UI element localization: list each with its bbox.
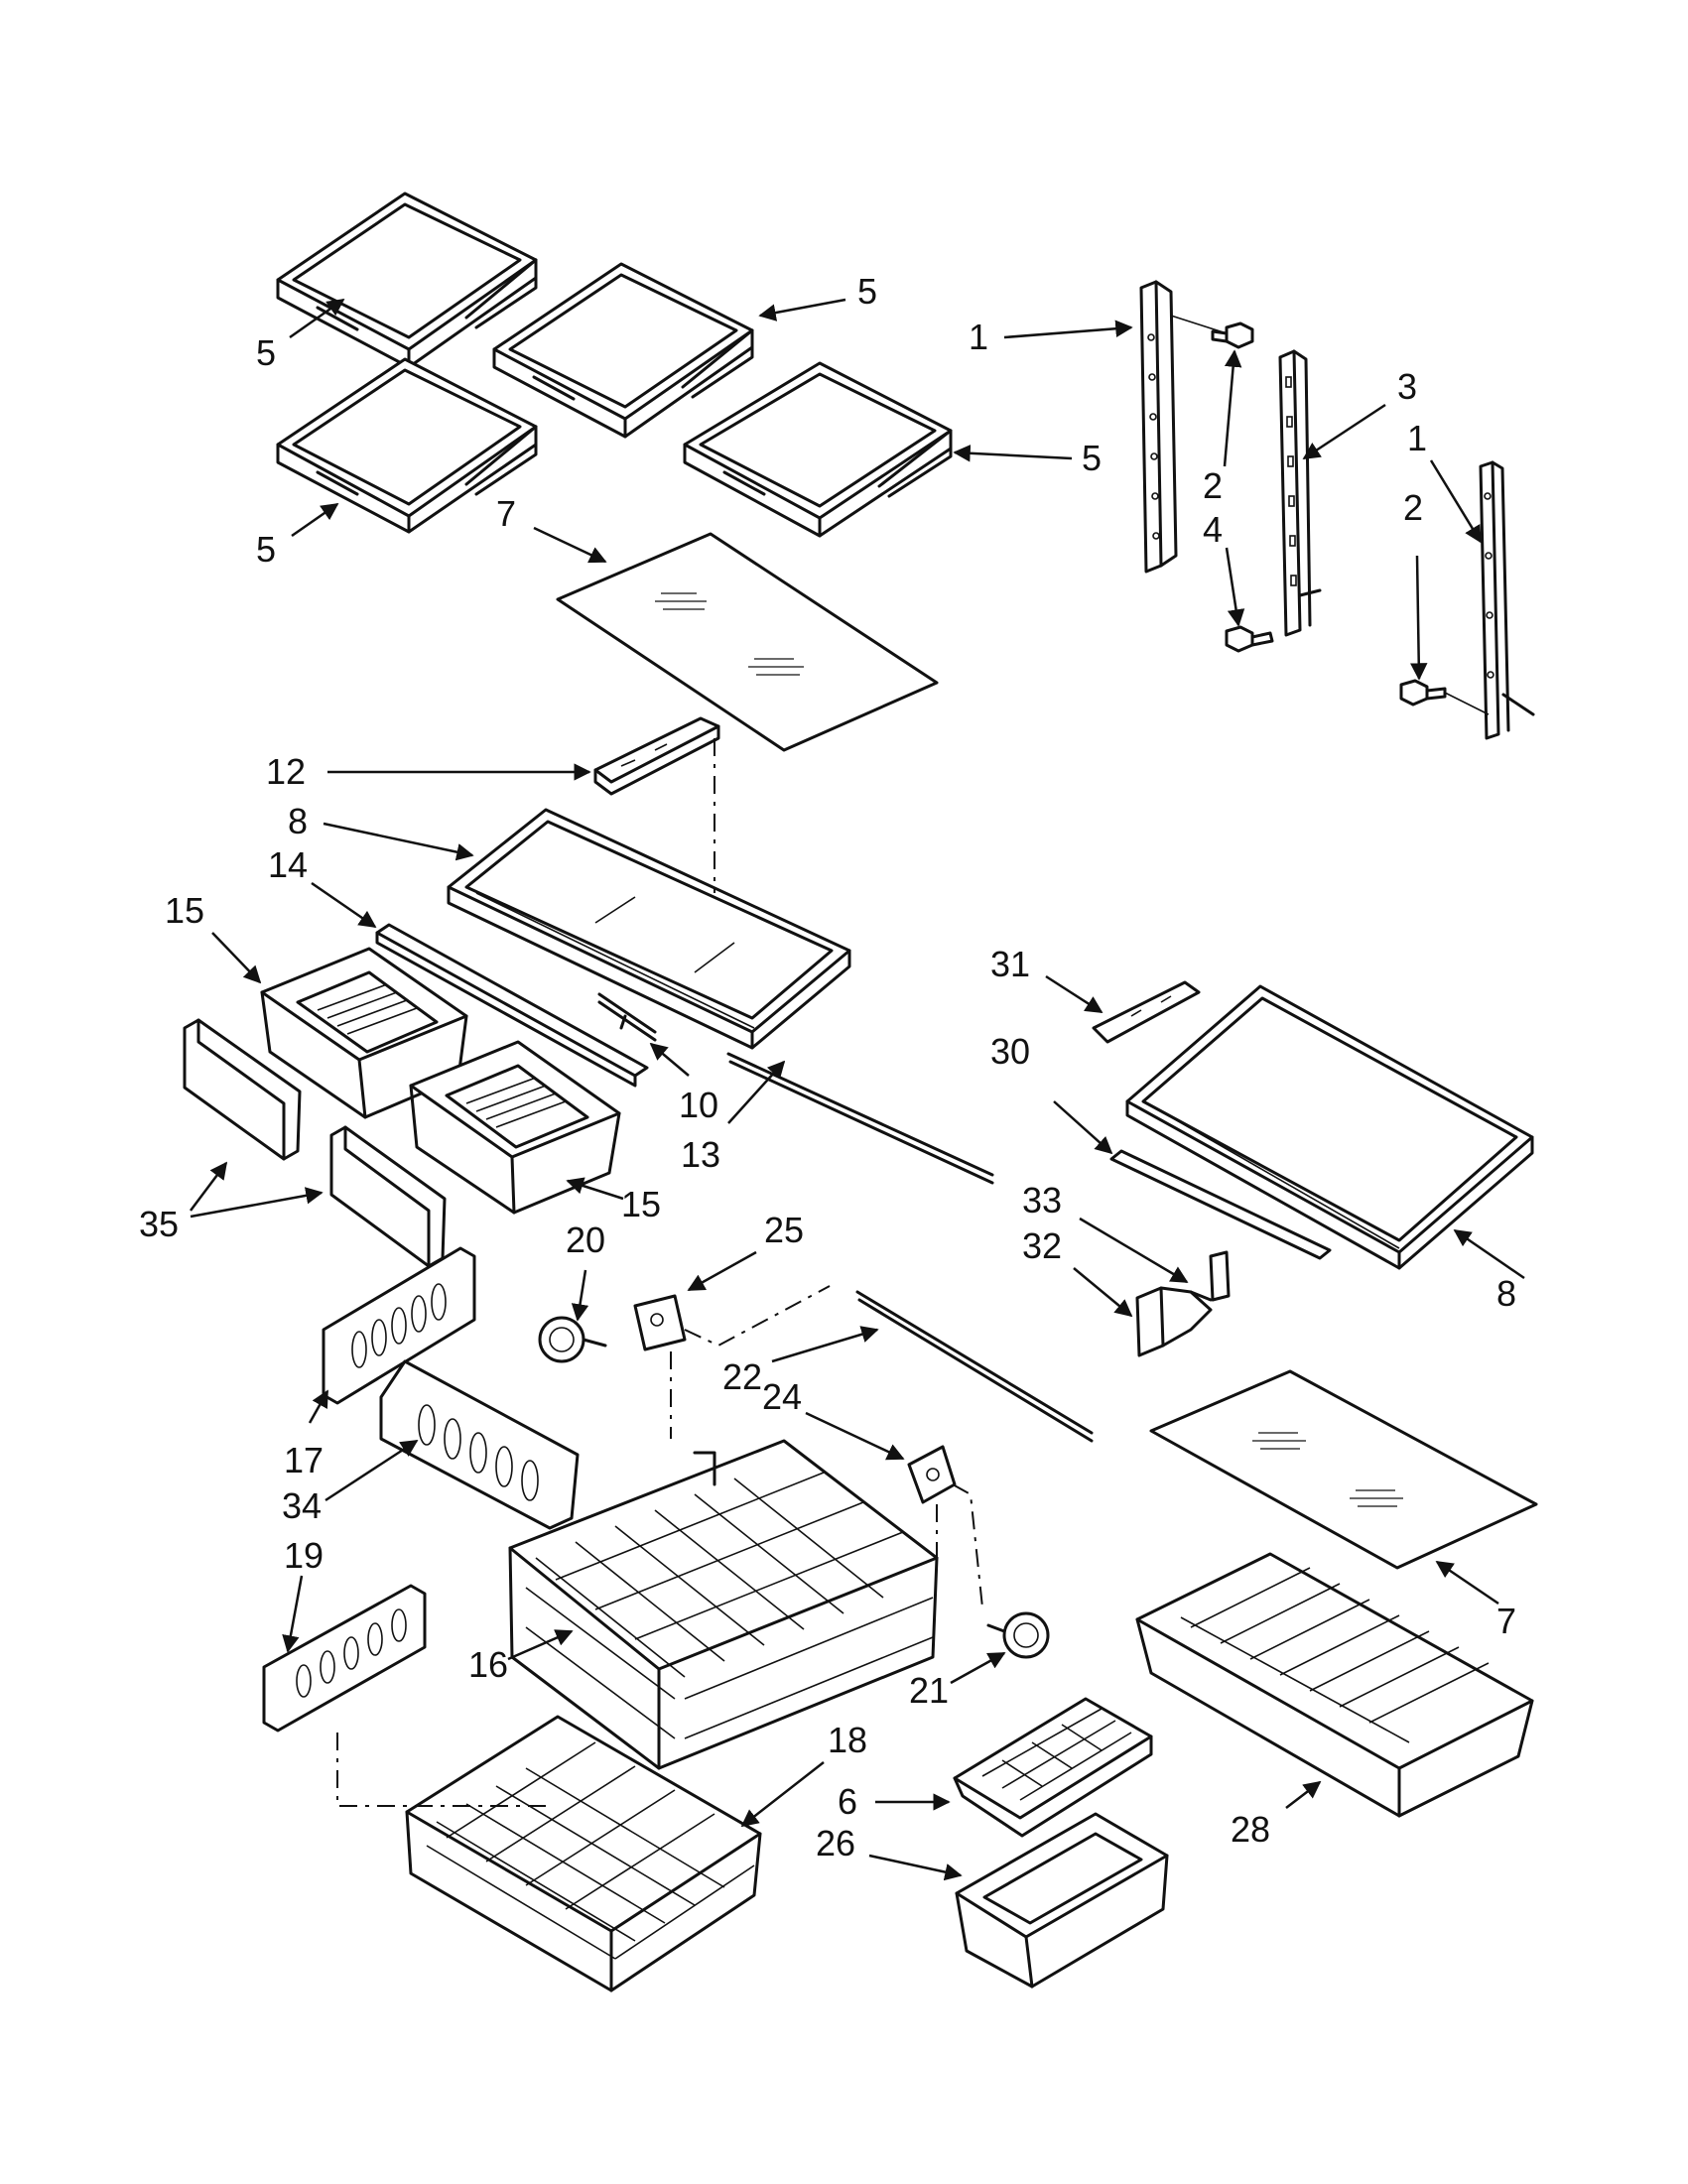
shelf-standard-rail-left: [1139, 280, 1178, 574]
glass-shelf-lower: [1149, 1369, 1538, 1570]
callout-8-right: 8: [1496, 1273, 1516, 1314]
callout-21: 21: [909, 1670, 949, 1711]
callout-28: 28: [1231, 1809, 1270, 1850]
callout-15-lower: 15: [621, 1184, 661, 1224]
cantilever-shelf-mid-left: [276, 357, 538, 534]
basket-divider-19: [262, 1584, 427, 1733]
cantilever-shelf-top-left: [276, 192, 538, 369]
callout-5-top-right: 5: [857, 271, 877, 312]
bracket-32: [1135, 1286, 1213, 1357]
callout-labels: 5 5 5 5 1 3 1 2 4 2 7 12 8 14 15 10 13 1…: [139, 271, 1516, 1863]
callout-16: 16: [468, 1644, 508, 1685]
callout-5-top-left: 5: [256, 332, 276, 373]
callout-17: 17: [284, 1440, 324, 1480]
callout-20: 20: [566, 1220, 605, 1260]
gear-21: [986, 1611, 1050, 1659]
callout-25: 25: [764, 1210, 804, 1250]
callout-1-left: 1: [969, 317, 988, 357]
screw-right: [1399, 679, 1490, 715]
callout-1-right: 1: [1407, 418, 1427, 458]
callout-18: 18: [828, 1720, 867, 1760]
callout-5-mid-right: 5: [1082, 438, 1102, 478]
callout-32: 32: [1022, 1225, 1062, 1266]
ice-tray-6: [953, 1697, 1153, 1838]
screw-upper: [1170, 315, 1254, 349]
shelf-frame-left: [447, 808, 851, 1050]
leader-dash-24-21: [952, 1483, 983, 1608]
crisper-cover-upper: [183, 1018, 302, 1161]
slide-bracket-25: [633, 1294, 687, 1351]
bracket-33: [1189, 1250, 1231, 1302]
callout-26: 26: [816, 1823, 855, 1863]
wire-basket-18: [405, 1715, 762, 1992]
shelf-standard-rail-right: [1479, 460, 1535, 740]
shelf-retainer-12: [593, 716, 720, 796]
freezer-pan-28: [1135, 1552, 1534, 1818]
callout-13: 13: [681, 1134, 720, 1175]
callout-30: 30: [990, 1031, 1030, 1072]
callout-4: 4: [1203, 509, 1223, 550]
callout-15-upper: 15: [165, 890, 204, 931]
glass-shelf-upper: [556, 532, 939, 752]
callout-3: 3: [1397, 366, 1417, 407]
rod-13: [726, 1052, 994, 1185]
gear-20: [538, 1316, 607, 1363]
trim-strip-30: [1109, 1149, 1332, 1260]
callout-12: 12: [266, 751, 306, 792]
callout-6: 6: [838, 1781, 857, 1822]
rod-22: [855, 1290, 1094, 1443]
leader-dash-25-22: [684, 1285, 831, 1348]
bracket-10: [597, 992, 657, 1042]
callout-5-mid-left: 5: [256, 529, 276, 570]
trim-strip-14: [375, 923, 649, 1088]
callout-24: 24: [762, 1376, 802, 1417]
callout-2-center: 2: [1203, 465, 1223, 506]
callout-14: 14: [268, 844, 308, 885]
crisper-cover-lower: [329, 1125, 447, 1268]
callout-33: 33: [1022, 1180, 1062, 1220]
callout-34: 34: [282, 1485, 322, 1526]
retainer-31: [1092, 980, 1201, 1044]
cantilever-shelf-top-right: [492, 262, 754, 439]
crisper-bin-left: [260, 947, 468, 1119]
callout-35: 35: [139, 1204, 179, 1244]
ice-bin-26: [955, 1812, 1169, 1989]
leader-arrows: [190, 298, 1525, 1881]
wire-basket-16: [508, 1439, 939, 1770]
callout-8-left: 8: [288, 801, 308, 841]
crisper-bin-right: [409, 1040, 621, 1215]
cantilever-shelf-mid-right: [683, 361, 953, 538]
callout-7-lower: 7: [1496, 1601, 1516, 1641]
slide-bracket-24: [907, 1445, 957, 1504]
basket-divider-34: [379, 1359, 580, 1530]
screw-lower: [1225, 625, 1274, 653]
shelf-standard-rail-center: [1278, 349, 1322, 637]
shelf-frame-right: [1125, 984, 1534, 1270]
callout-19: 19: [284, 1535, 324, 1576]
callout-2-right: 2: [1403, 487, 1423, 528]
callout-22: 22: [722, 1356, 762, 1397]
callout-10: 10: [679, 1085, 718, 1125]
callout-7-upper: 7: [496, 493, 516, 534]
callout-31: 31: [990, 944, 1030, 984]
